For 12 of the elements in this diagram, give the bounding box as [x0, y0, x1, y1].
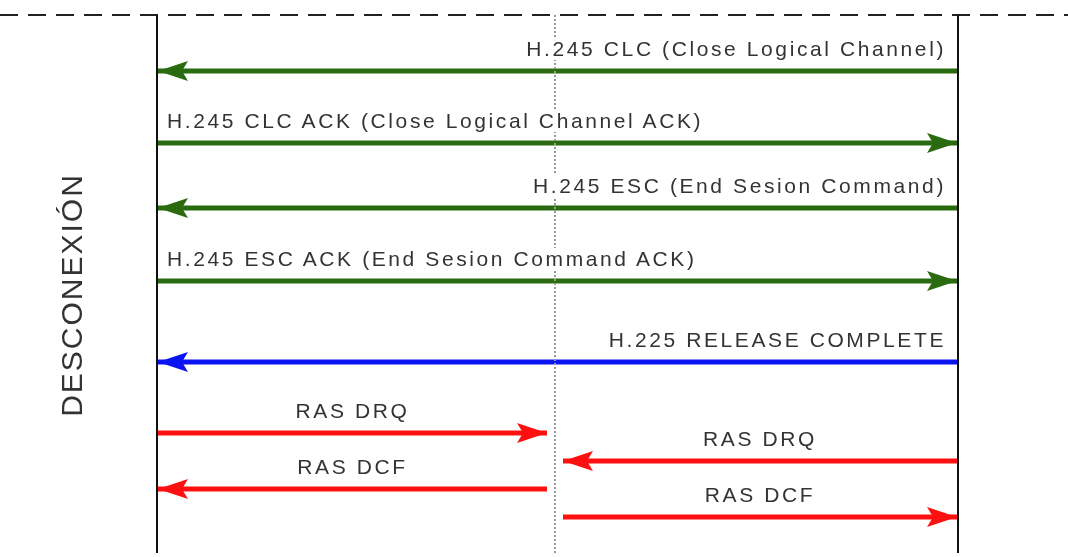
message-arrow	[158, 61, 957, 81]
message-arrow	[158, 198, 957, 218]
message-arrow	[563, 451, 957, 471]
message-arrow	[158, 352, 957, 372]
message-arrow	[158, 423, 547, 443]
phase-label: DESCONEXIÓN	[55, 173, 88, 417]
lifeline	[156, 15, 158, 553]
message-arrow	[563, 507, 957, 527]
message-arrow	[158, 271, 957, 291]
message-arrow	[158, 479, 547, 499]
lifeline	[957, 15, 959, 553]
message-arrow	[158, 133, 957, 153]
